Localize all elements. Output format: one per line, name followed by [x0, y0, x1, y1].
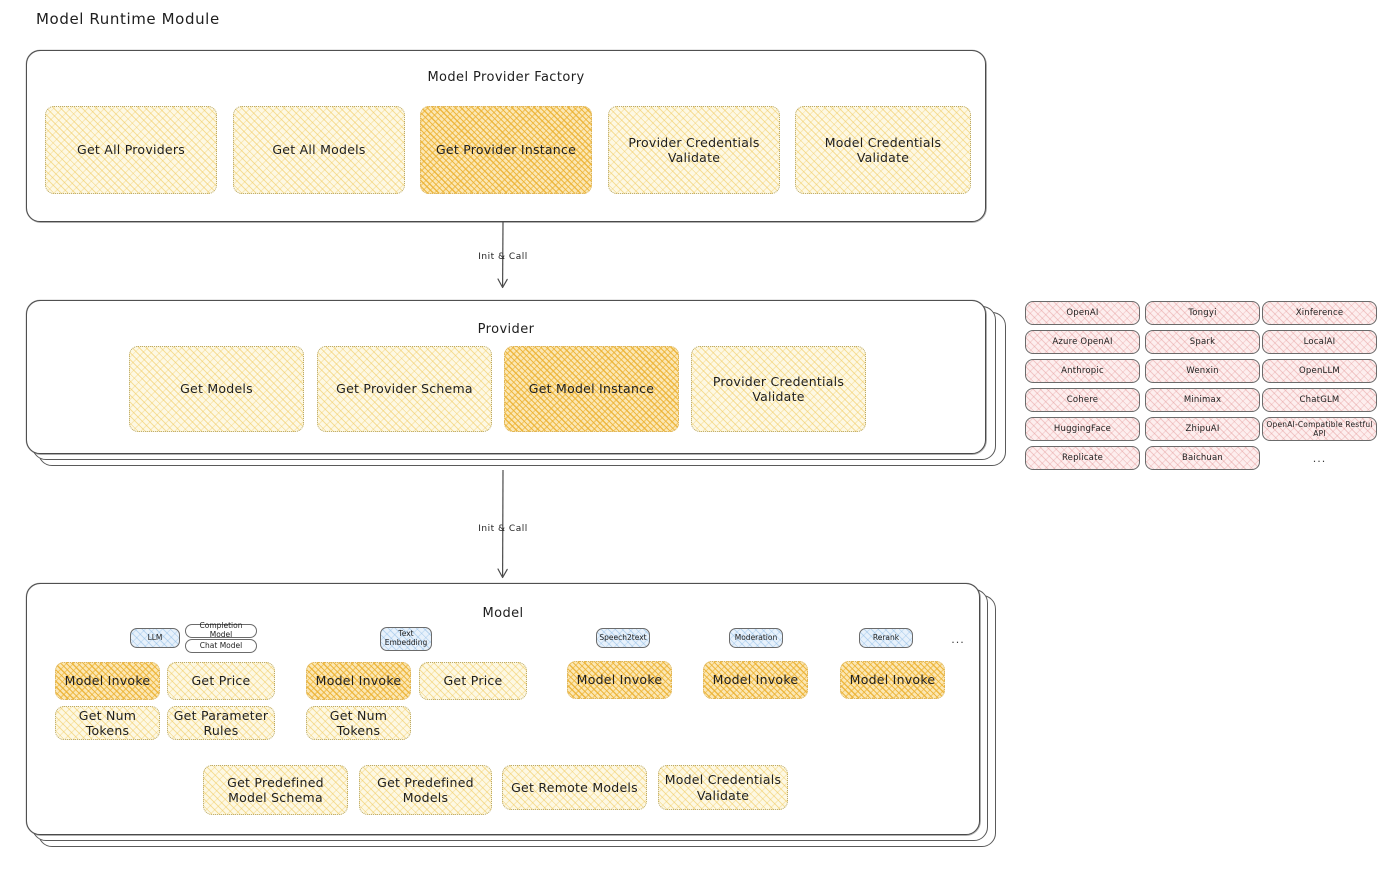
provider-pill-huggingface[interactable]: HuggingFace — [1025, 417, 1140, 441]
model-type-badge-llm[interactable]: LLM — [130, 628, 180, 648]
node-provider-credentials-validate-2[interactable]: Provider Credentials Validate — [691, 346, 866, 432]
provider-pill-chatglm[interactable]: ChatGLM — [1262, 388, 1377, 412]
node-moderation-model-invoke[interactable]: Model Invoke — [703, 661, 808, 699]
arrow-provider-to-model-label: Init & Call — [478, 524, 528, 534]
node-llm-model-invoke[interactable]: Model Invoke — [55, 662, 160, 700]
node-get-predefined-model-schema[interactable]: Get Predefined Model Schema — [203, 765, 348, 815]
node-text-embedding-model-invoke[interactable]: Model Invoke — [306, 662, 411, 700]
provider-pill-tongyi[interactable]: Tongyi — [1145, 301, 1260, 325]
model-types-ellipsis: ... — [951, 633, 965, 646]
provider-pill-anthropic[interactable]: Anthropic — [1025, 359, 1140, 383]
provider-pill-localai[interactable]: LocalAI — [1262, 330, 1377, 354]
provider-pill-openai-compatible-restful-api[interactable]: OpenAI-Compatible Restful API — [1262, 417, 1377, 441]
provider-list-ellipsis: ... — [1312, 452, 1327, 465]
arrow-factory-to-provider — [497, 222, 508, 289]
node-get-models[interactable]: Get Models — [129, 346, 304, 432]
node-get-all-providers[interactable]: Get All Providers — [45, 106, 217, 194]
model-subtype-badge-completion-model[interactable]: Completion Model — [185, 621, 257, 639]
node-get-provider-instance[interactable]: Get Provider Instance — [420, 106, 592, 194]
model-type-badge-moderation[interactable]: Moderation — [729, 628, 783, 648]
node-speech2text-model-invoke[interactable]: Model Invoke — [567, 661, 672, 699]
model-type-badge-speech2text[interactable]: Speech2text — [596, 628, 650, 648]
provider-pill-openai[interactable]: OpenAI — [1025, 301, 1140, 325]
arrow-provider-to-model — [497, 470, 508, 579]
arrow-factory-to-provider-label: Init & Call — [478, 252, 528, 262]
provider-pill-openllm[interactable]: OpenLLM — [1262, 359, 1377, 383]
node-get-all-models[interactable]: Get All Models — [233, 106, 405, 194]
model-provider-factory-title: Model Provider Factory — [427, 70, 585, 85]
provider-pill-minimax[interactable]: Minimax — [1145, 388, 1260, 412]
node-get-remote-models[interactable]: Get Remote Models — [502, 765, 647, 810]
provider-pill-zhipuai[interactable]: ZhipuAI — [1145, 417, 1260, 441]
model-title: Model — [482, 606, 524, 621]
provider-pill-wenxin[interactable]: Wenxin — [1145, 359, 1260, 383]
provider-pill-spark[interactable]: Spark — [1145, 330, 1260, 354]
node-provider-credentials-validate[interactable]: Provider Credentials Validate — [608, 106, 780, 194]
node-llm-get-price[interactable]: Get Price — [167, 662, 275, 700]
node-text-embedding-get-price[interactable]: Get Price — [419, 662, 527, 700]
provider-pill-xinference[interactable]: Xinference — [1262, 301, 1377, 325]
node-text-embedding-get-num-tokens[interactable]: Get Num Tokens — [306, 706, 411, 740]
node-get-model-instance[interactable]: Get Model Instance — [504, 346, 679, 432]
provider-title: Provider — [477, 322, 535, 337]
provider-pill-azure-openai[interactable]: Azure OpenAI — [1025, 330, 1140, 354]
node-get-provider-schema[interactable]: Get Provider Schema — [317, 346, 492, 432]
model-type-badge-text-embedding[interactable]: Text Embedding — [380, 627, 432, 651]
node-model-credentials-validate-2[interactable]: Model Credentials Validate — [658, 765, 788, 810]
provider-pill-baichuan[interactable]: Baichuan — [1145, 446, 1260, 470]
provider-pill-replicate[interactable]: Replicate — [1025, 446, 1140, 470]
provider-pill-cohere[interactable]: Cohere — [1025, 388, 1140, 412]
node-get-predefined-models[interactable]: Get Predefined Models — [359, 765, 492, 815]
node-llm-get-num-tokens[interactable]: Get Num Tokens — [55, 706, 160, 740]
node-model-credentials-validate[interactable]: Model Credentials Validate — [795, 106, 971, 194]
model-type-badge-rerank[interactable]: Rerank — [859, 628, 913, 648]
node-rerank-model-invoke[interactable]: Model Invoke — [840, 661, 945, 699]
model-subtype-badge-chat-model[interactable]: Chat Model — [185, 639, 257, 653]
node-llm-get-parameter-rules[interactable]: Get Parameter Rules — [167, 706, 275, 740]
page-title: Model Runtime Module — [36, 10, 220, 28]
